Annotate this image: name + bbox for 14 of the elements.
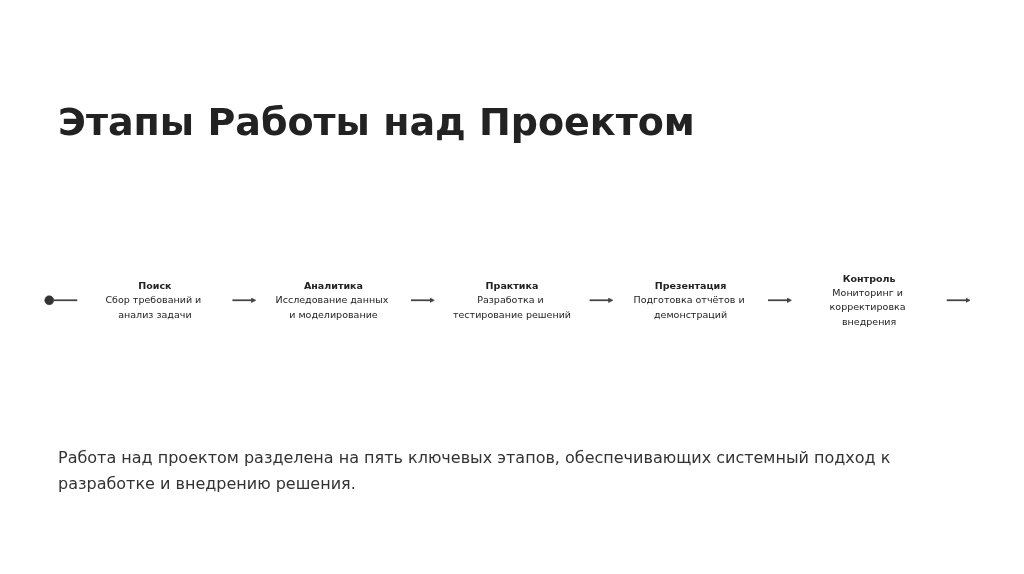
arrow [588, 297, 614, 303]
arrow [945, 297, 971, 303]
node-circle [44, 295, 54, 305]
arrow [767, 297, 792, 303]
title: Этапы Работы над Проектом [58, 100, 695, 144]
caption: Работа над проектом разделена на пять ключевых этапов, обеспечивающих системный подход к разработке и внедрению решения. [58, 447, 892, 495]
node-text: Презентация Подготовка отчётов и демонстраций [633, 279, 745, 320]
arrow [409, 297, 435, 303]
connector [52, 299, 79, 301]
node-text: Практика Разработка и тестирование решений [452, 279, 572, 320]
node-text: Контроль Мониторинг и корректировка внедрения [829, 272, 906, 327]
arrow [231, 297, 257, 303]
node-text: Поиск Сбор требований и анализ задачи [105, 279, 202, 320]
node-text: Аналитика Исследование данных и моделирование [275, 279, 389, 320]
